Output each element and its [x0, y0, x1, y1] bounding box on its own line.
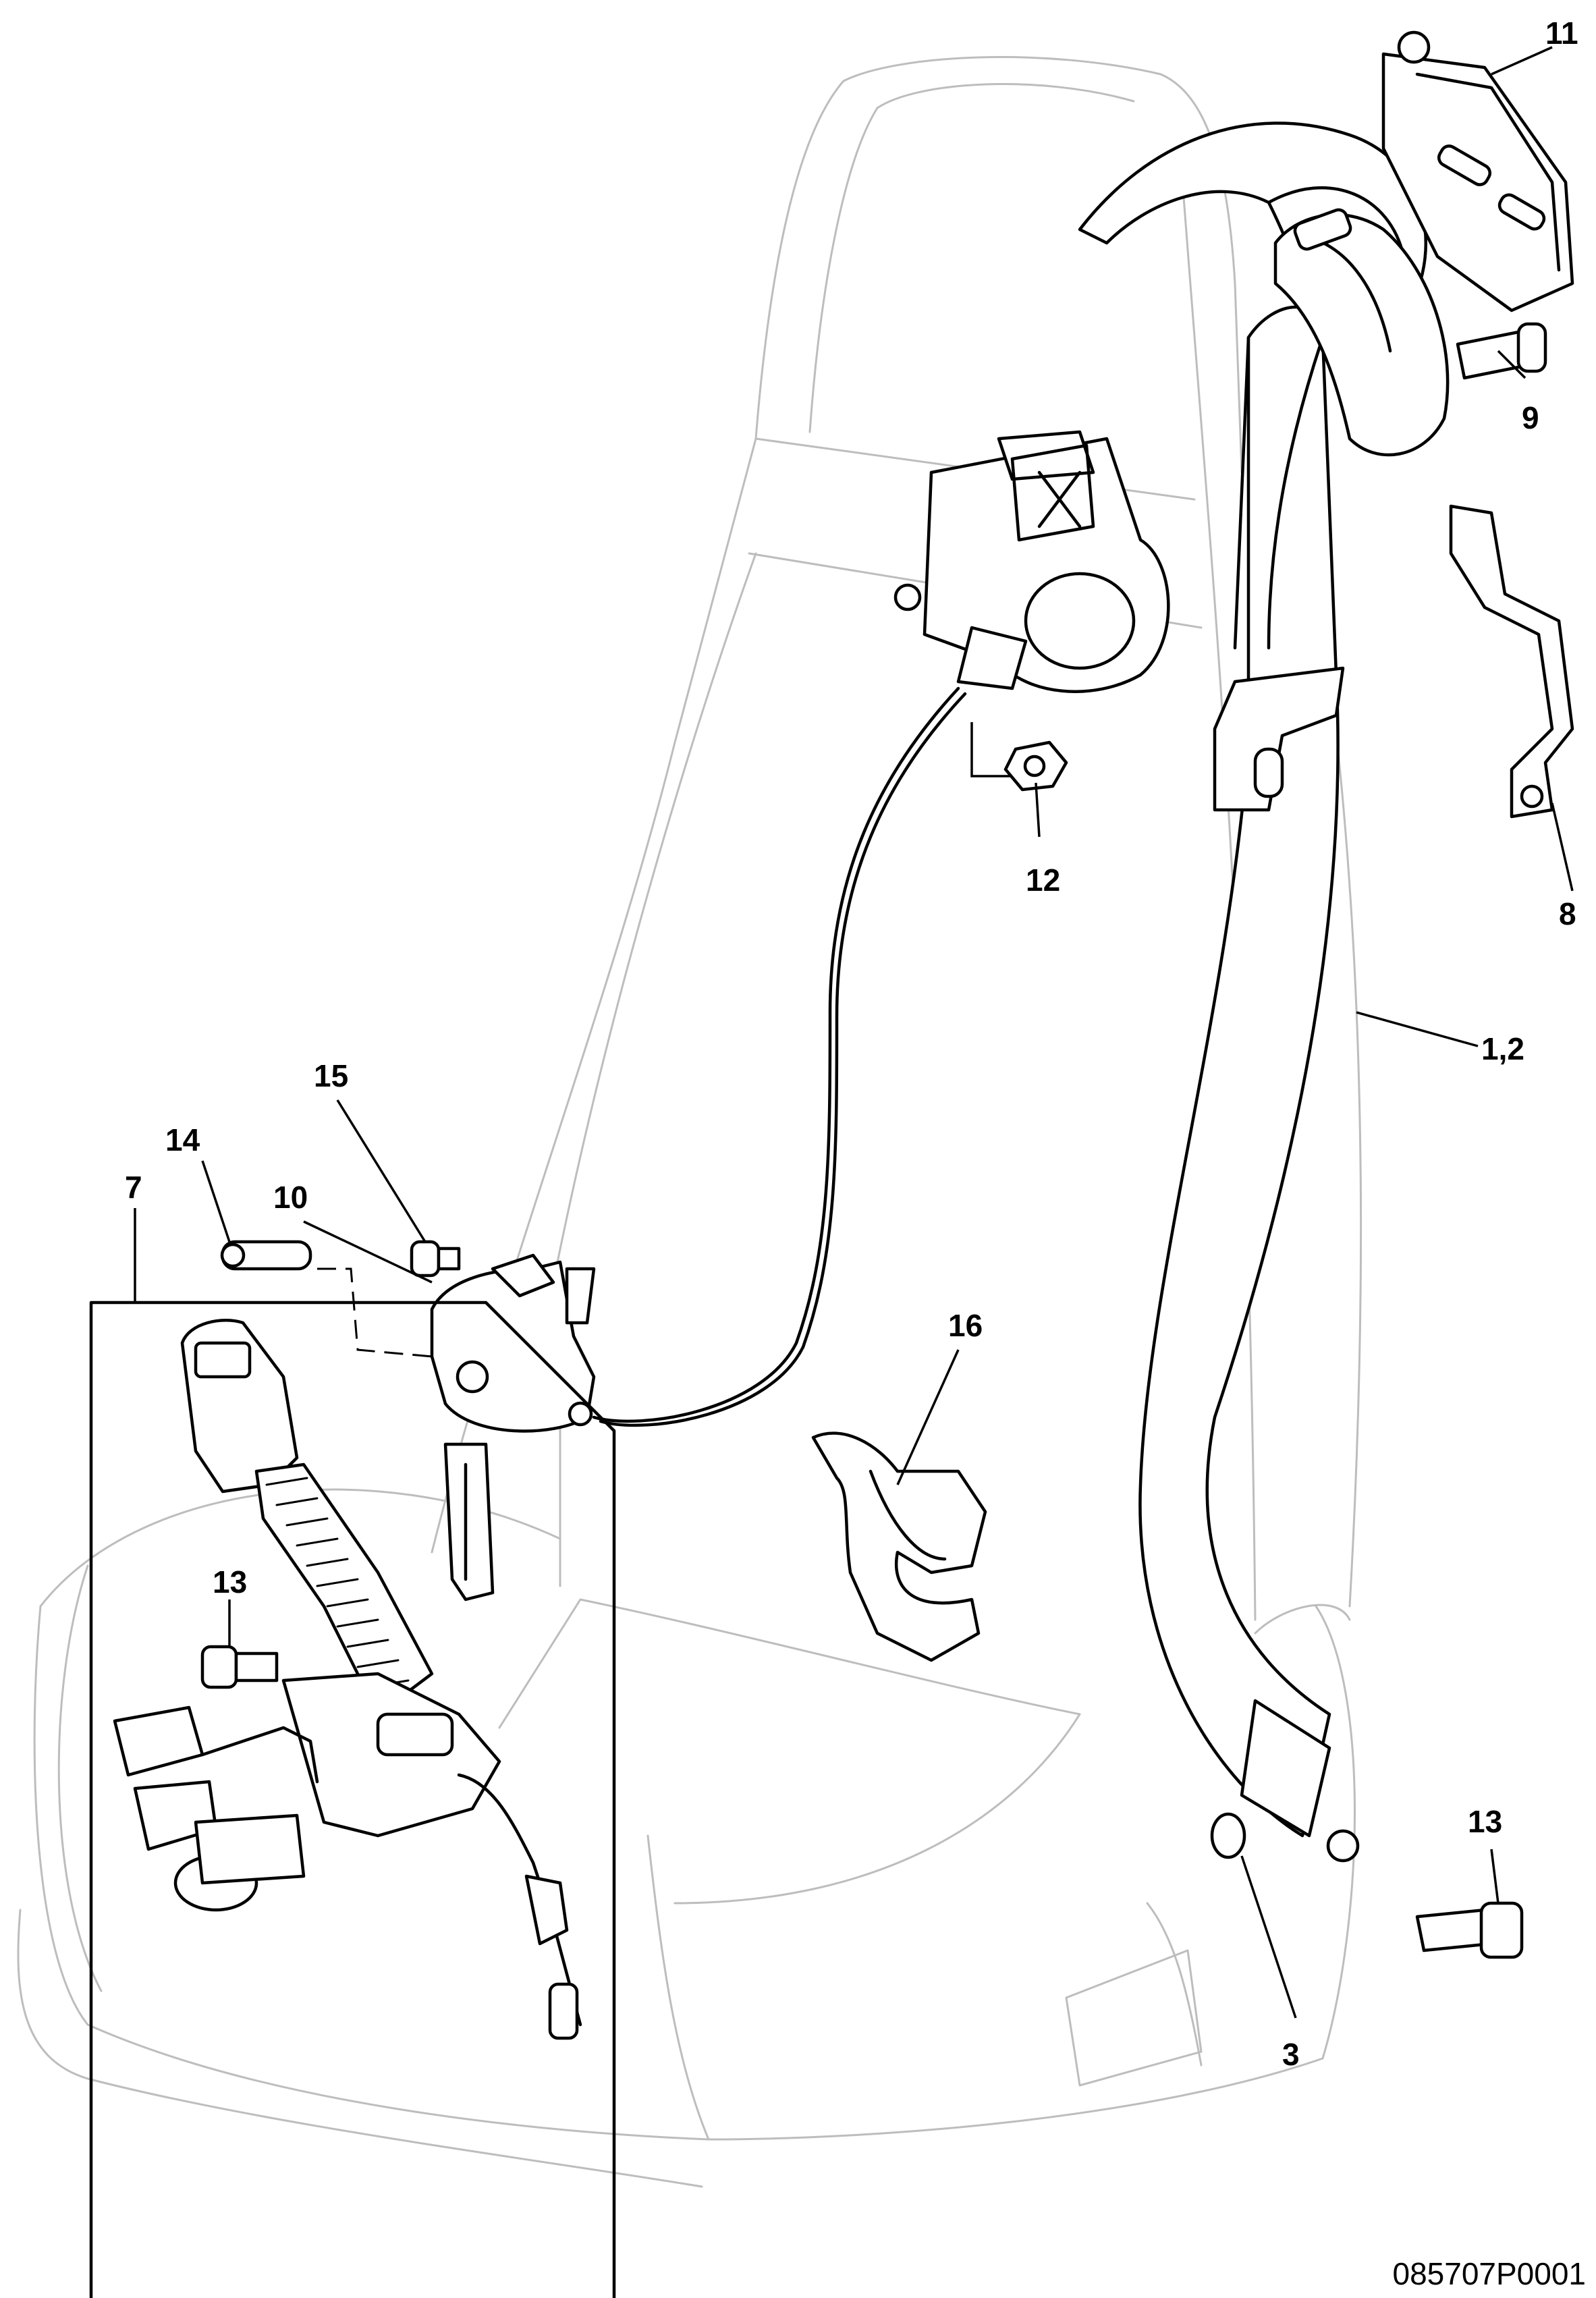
callout-labels: 11 9 8 1,2 12 16 15 14 10 7 13 13 3 — [125, 16, 1578, 2072]
nut-12 — [1003, 740, 1068, 792]
callout-8: 8 — [1559, 896, 1576, 931]
callout-15: 15 — [314, 1058, 348, 1093]
upper-anchor-bracket — [1381, 30, 1574, 312]
buckle-inset — [89, 1301, 616, 2298]
callout-11: 11 — [1545, 16, 1578, 51]
callout-1-2: 1,2 — [1481, 1031, 1524, 1066]
leader-lines — [134, 46, 1574, 2019]
callout-13-lower: 13 — [1468, 1804, 1502, 1839]
callout-10: 10 — [273, 1180, 308, 1215]
bolt-13-lower — [1415, 1901, 1524, 1959]
callout-13-upper: 13 — [213, 1564, 247, 1599]
document-id: 085707P0001 — [1392, 2256, 1586, 2291]
lower-housing — [430, 1253, 596, 1602]
pin-14 — [220, 1240, 312, 1271]
callout-14: 14 — [165, 1122, 200, 1157]
screw-15 — [410, 1240, 461, 1278]
retractor — [893, 430, 1170, 693]
callout-3: 3 — [1282, 2037, 1300, 2072]
belt-guide — [1273, 208, 1450, 457]
bolt-9 — [1456, 322, 1547, 380]
spacer-3 — [1210, 1812, 1360, 1863]
clip-16 — [811, 1431, 987, 1662]
callout-12: 12 — [1026, 863, 1060, 898]
belt-tongue — [1213, 666, 1345, 812]
callout-16: 16 — [948, 1308, 983, 1343]
retractor-cable — [592, 686, 960, 1423]
callout-9: 9 — [1522, 400, 1539, 435]
bracket-8 — [1449, 504, 1574, 819]
callout-7: 7 — [125, 1170, 142, 1205]
